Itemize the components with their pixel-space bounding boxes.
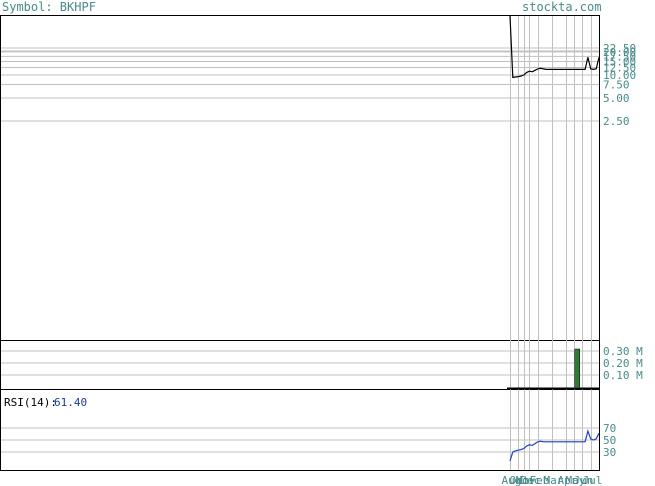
rsi-tick-label: 50 [603, 434, 616, 447]
price-tick-label: 20.00 [603, 46, 636, 59]
rsi-line [509, 428, 600, 462]
x-tick-label: May [566, 474, 586, 486]
price-tick-label: 17.50 [603, 50, 636, 63]
rsi-panel-frame [0, 389, 600, 471]
volume-bar [574, 348, 580, 389]
x-tick-label: Nov [516, 474, 536, 486]
rsi-label: RSI(14): [4, 396, 57, 409]
price-series [509, 15, 600, 79]
rsi-tick-label: 70 [603, 422, 616, 435]
price-line [509, 15, 600, 79]
price-tick-label: 5.00 [603, 92, 630, 105]
price-tick-label: 12.50 [603, 62, 636, 75]
price-panel-frame [0, 15, 600, 341]
price-tick-label: 10.00 [603, 69, 636, 82]
price-tick-label: 15.00 [603, 55, 636, 68]
x-tick-label: Aug [502, 474, 522, 486]
x-tick-label: Mar [544, 474, 564, 486]
grid-lines [1, 16, 599, 470]
price-tick-label: 2.50 [603, 115, 630, 128]
rsi-tick-label: 30 [603, 446, 616, 459]
rsi-current-value: 61.40 [54, 396, 87, 409]
x-tick-label: Feb [530, 474, 550, 486]
rsi-series [509, 428, 600, 462]
volume-series [507, 348, 599, 390]
volume-tick-label: 0.20 M [603, 357, 643, 370]
x-tick-label: Dec [521, 474, 541, 486]
x-tick-label: Oct [510, 474, 530, 486]
price-tick-label: 7.50 [603, 79, 630, 92]
x-tick-label: Apr [558, 474, 578, 486]
volume-tick-label: 0.10 M [603, 369, 643, 382]
price-tick-label: 22.50 [603, 42, 636, 55]
volume-tick-label: 0.30 M [603, 345, 643, 358]
x-tick-label: Jun [574, 474, 594, 486]
symbol-label: Symbol: BKHPF [2, 0, 96, 14]
x-tick-label: Jul [583, 474, 603, 486]
volume-panel-frame [0, 340, 600, 390]
site-label: stockta.com [522, 0, 601, 14]
